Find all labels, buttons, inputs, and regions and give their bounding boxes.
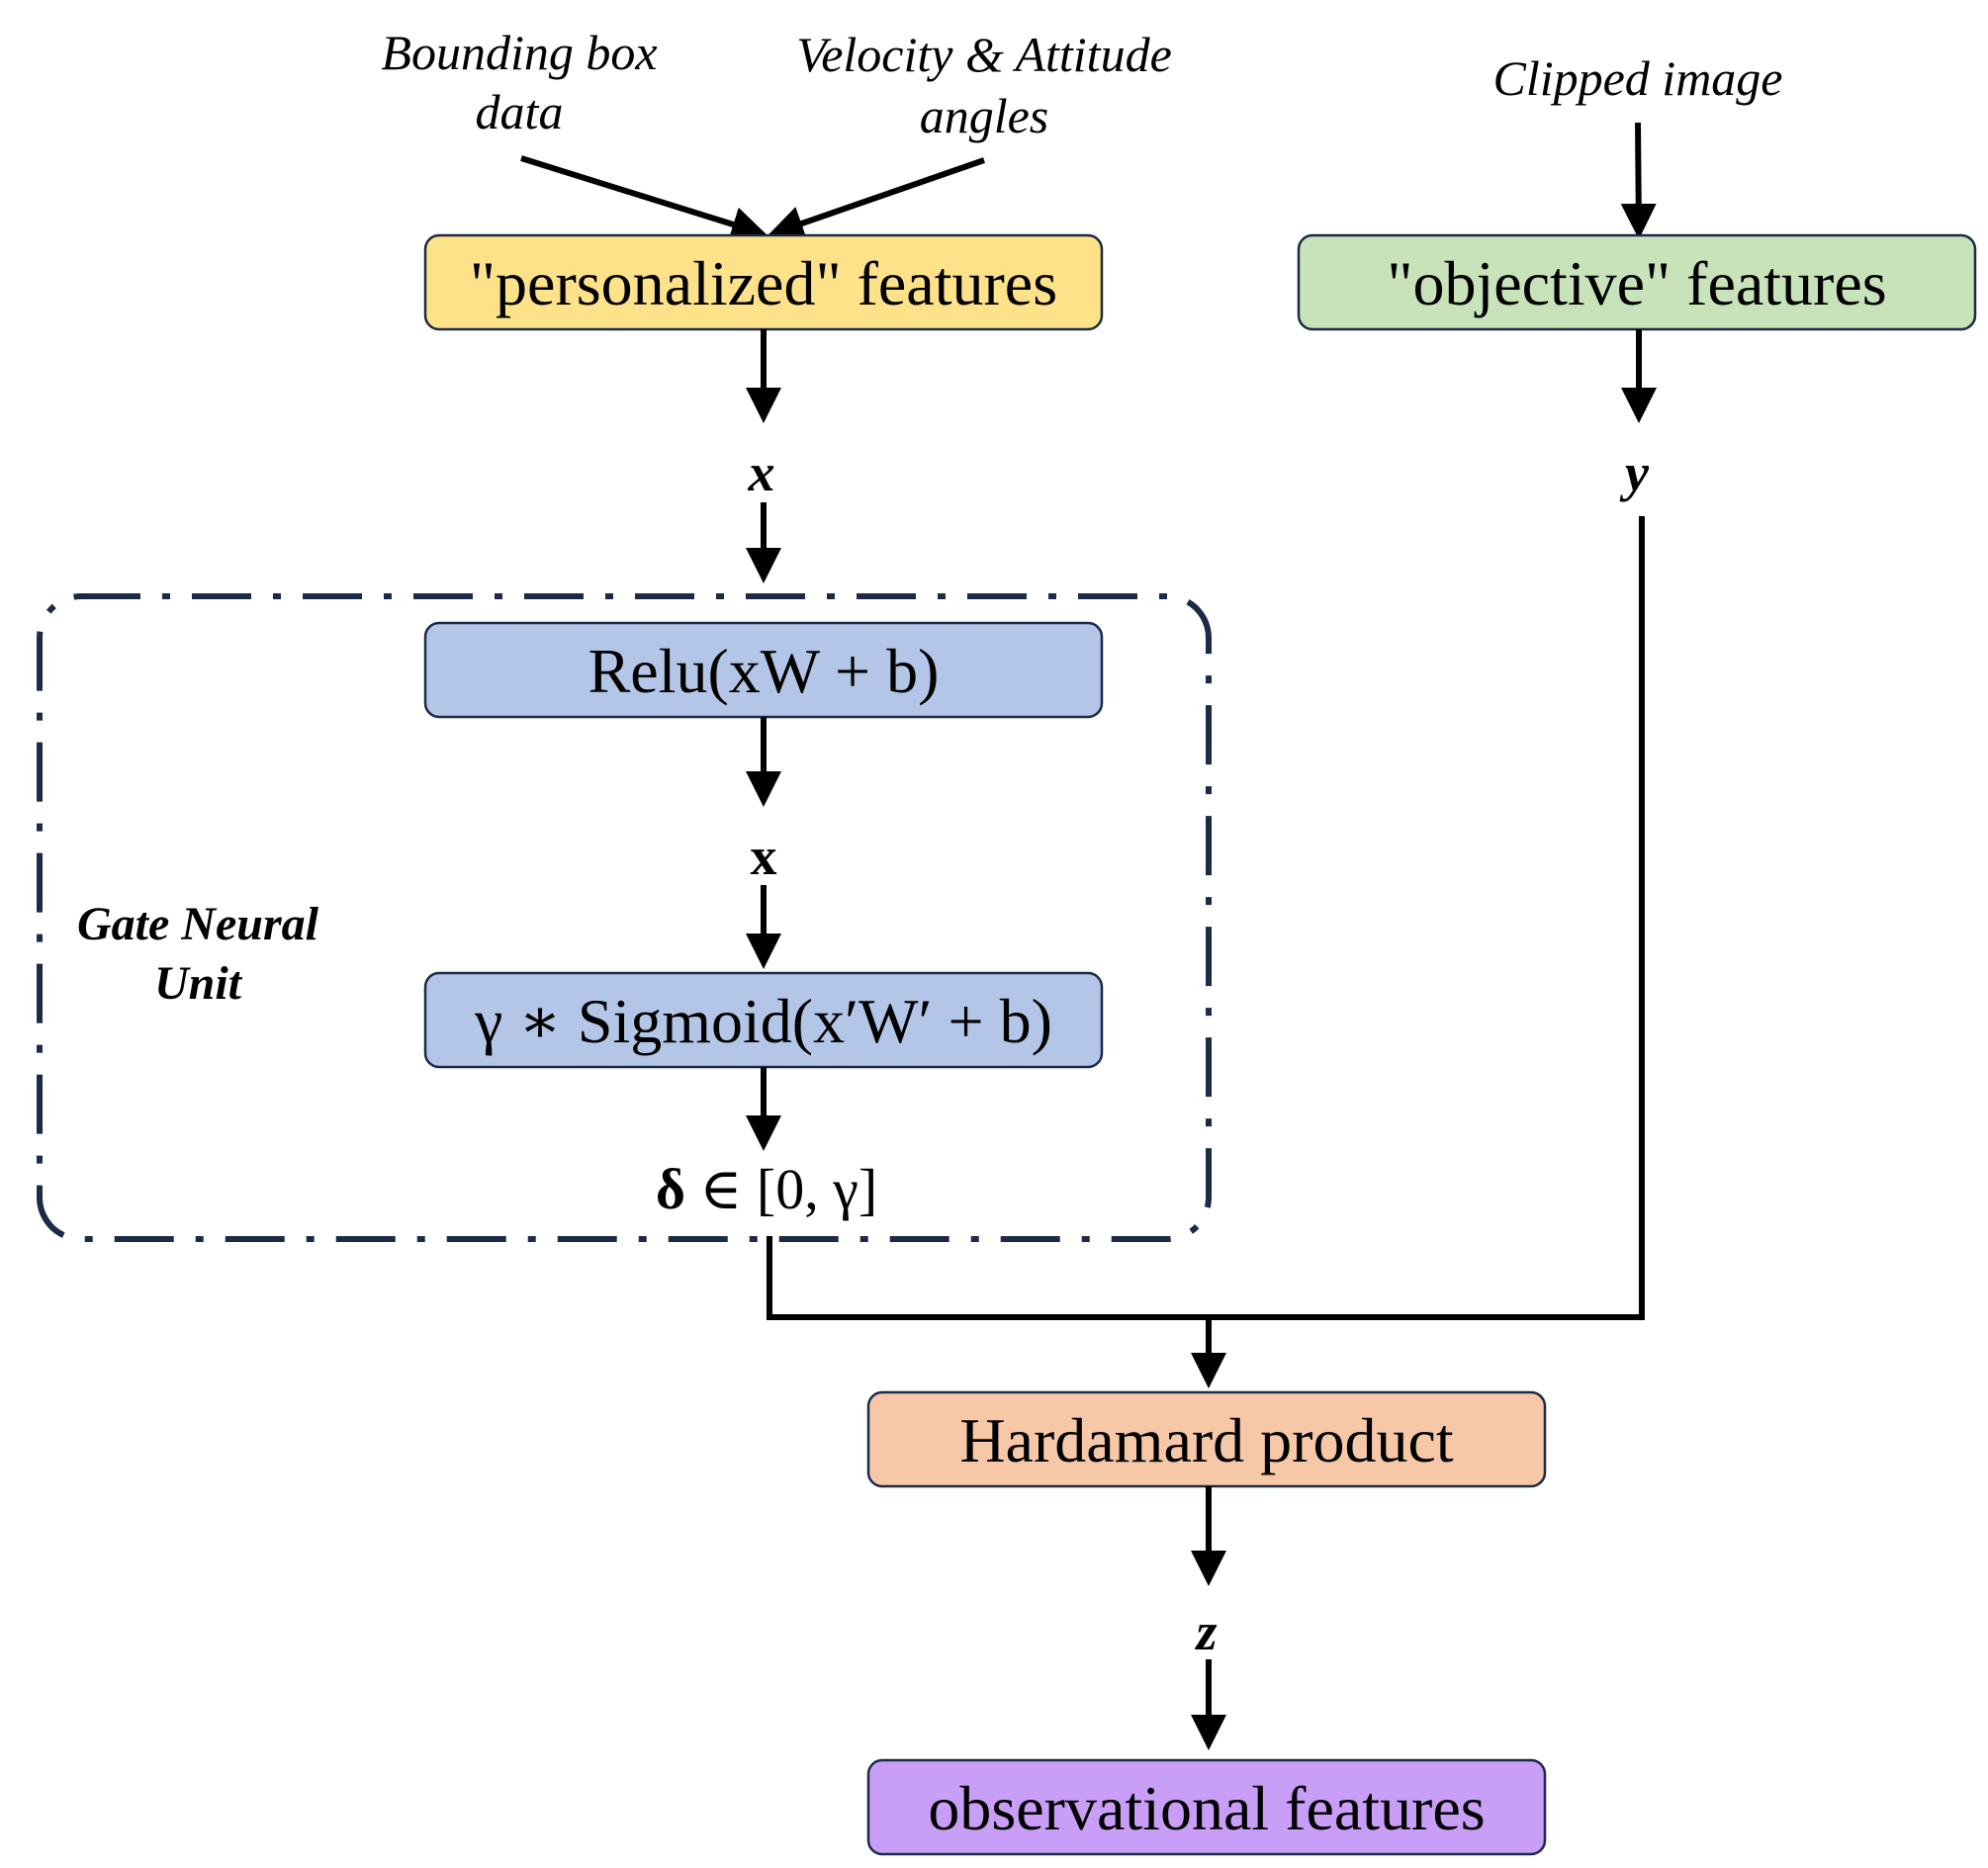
gate-neural-unit-label-line2: Unit xyxy=(154,957,243,1010)
arrow-velocity-to-personalized xyxy=(768,157,985,241)
observational-features-label: observational features xyxy=(928,1773,1485,1843)
connector-delta-to-merge xyxy=(767,1236,1209,1320)
arrow-bbox-to-personalized xyxy=(520,155,768,242)
delta-interval: ∈ [0, γ] xyxy=(685,1157,877,1221)
hadamard-product-label: Hardamard product xyxy=(959,1405,1454,1475)
relu-label: Relu(xW + b) xyxy=(588,636,940,706)
objective-features-label: "objective" features xyxy=(1387,248,1886,318)
sigmoid-label: γ ∗ Sigmoid(x′W′ + b) xyxy=(474,986,1052,1056)
input-label-bounding-box-data: data xyxy=(476,84,564,139)
input-label-bounding-box: Bounding box xyxy=(381,25,657,80)
delta-symbol: δ xyxy=(656,1157,685,1221)
input-label-clipped-image: Clipped image xyxy=(1492,50,1782,106)
variable-y: y xyxy=(1619,443,1650,502)
connector-y-to-merge xyxy=(1205,516,1645,1320)
variable-x-prime: x xyxy=(751,827,777,886)
variable-z: z xyxy=(1194,1602,1217,1661)
input-label-velocity-attitude: Velocity & Attitude xyxy=(796,27,1172,82)
input-label-angles: angles xyxy=(920,88,1049,143)
delta-range: δ ∈ [0, γ] xyxy=(656,1157,877,1221)
personalized-features-label: "personalized" features xyxy=(470,248,1057,318)
observational-features-box xyxy=(866,1758,1547,1856)
gate-neural-unit-label-line1: Gate Neural xyxy=(77,898,319,950)
arrow-clipped-to-objective xyxy=(1620,122,1657,239)
variable-x: x xyxy=(748,443,775,502)
